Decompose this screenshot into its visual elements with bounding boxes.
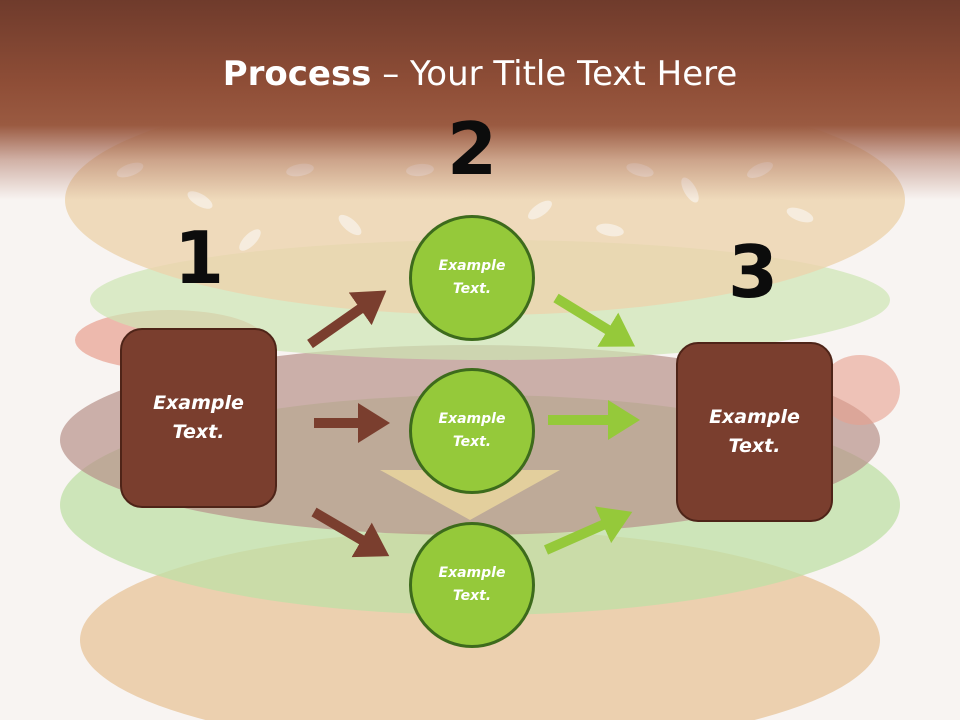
step-number-3: 3 [727,230,779,314]
step-circle-1: Example Text. [409,215,535,341]
arrow-from-circle-3 [543,506,633,555]
step-box-right: Example Text. [676,342,833,522]
slide-title: Process – Your Title Text Here [0,52,960,96]
step-box-left: Example Text. [120,328,277,508]
step-number-2: 2 [446,107,498,191]
arrow-from-circle-1 [553,293,636,347]
step-circle-2: Example Text. [409,368,535,494]
step-circle-3: Example Text. [409,522,535,648]
title-band [0,0,960,200]
step-number-1: 1 [173,216,225,300]
arrow-to-circle-3 [311,507,390,558]
arrow-to-circle-1 [307,290,387,349]
title-bold: Process [222,54,372,94]
title-rest: – Your Title Text Here [371,54,738,94]
